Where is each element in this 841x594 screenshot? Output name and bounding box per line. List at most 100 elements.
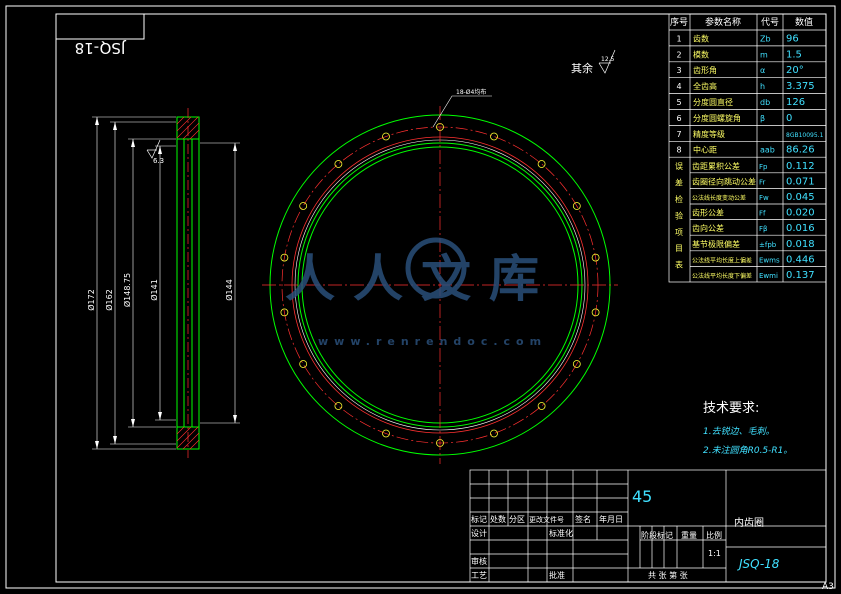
param-row-sym: α [760, 66, 765, 75]
tech-req-title: 技术要求: [703, 401, 759, 416]
sheet-size: A3 [822, 582, 834, 592]
param-row-name: 齿形角 [693, 65, 717, 75]
param-group-name: 齿向公差 [692, 223, 724, 233]
bolt-hole [591, 253, 600, 262]
tb-date: 年月日 [599, 514, 623, 524]
bolt-hole [280, 308, 289, 317]
param-group-name: 公法线平均长度上偏差 [692, 256, 752, 264]
param-group-sym: Ff [759, 210, 766, 218]
param-group-sym: Fβ [759, 225, 768, 233]
bolt-hole [490, 132, 498, 141]
tb-zone: 分区 [509, 515, 525, 524]
param-row-no: 2 [676, 50, 681, 59]
tb-ratio: 比例 [706, 530, 722, 540]
param-row-val: 96 [786, 33, 799, 44]
dim-d148: Ø148.75 [122, 273, 132, 307]
tb-sign: 签名 [575, 514, 591, 524]
tb-process: 工艺 [471, 571, 487, 580]
param-row-sym: β [760, 114, 765, 123]
param-group-sym: ±fpb [759, 241, 777, 249]
inner-frame [55, 13, 827, 583]
bolt-hole [591, 308, 600, 317]
param-row-no: 4 [676, 82, 681, 91]
param-row-no: 8 [676, 146, 681, 155]
dim-d144: Ø144 [224, 279, 234, 301]
tech-req-item-2: 2.未注圆角R0.5-R1。 [703, 445, 792, 456]
watermark-text: 人人文库 [285, 250, 557, 308]
param-group-name: 基节极限偏差 [692, 239, 740, 249]
tb-approve: 批准 [549, 570, 565, 580]
param-group-name: 齿圈径向跳动公差 [692, 176, 756, 186]
roughness-symbol [598, 49, 616, 74]
bolt-hole [299, 202, 308, 210]
param-group-name: 齿形公差 [692, 208, 724, 218]
watermark: 人人文库 www.renrendoc.com [285, 237, 557, 348]
bolt-hole [334, 402, 343, 410]
param-row-name: 分度圆直径 [693, 97, 733, 107]
param-header-no: 序号 [670, 16, 688, 28]
dim-d162: Ø162 [104, 289, 114, 311]
param-group-val: 0.045 [786, 192, 815, 203]
param-group-name: 公法线长度变动公差 [692, 194, 746, 202]
param-row-val: 0 [786, 113, 792, 124]
param-group-sym: Fp [759, 163, 768, 171]
mirrored-code-box: JSQ-18 [55, 13, 145, 57]
surface-finish-mark [146, 139, 161, 159]
param-group-val: 0.446 [786, 254, 815, 265]
param-row-no: 1 [676, 34, 681, 43]
param-row-name: 模数 [693, 49, 709, 59]
bolt-holes [280, 123, 600, 447]
param-group-sym: Ewmi [759, 272, 778, 280]
tb-sheets: 共 张 第 张 [648, 570, 688, 580]
param-group-name: 公法线平均长度下偏差 [692, 272, 752, 280]
param-group-name: 齿距累积公差 [692, 161, 740, 171]
dim-d141: Ø141 [149, 279, 159, 301]
param-group-sym: Fr [759, 178, 766, 186]
param-row-sym: aab [760, 146, 775, 155]
param-row-name: 精度等级 [693, 129, 725, 139]
bolt-hole [382, 429, 390, 438]
bolt-hole [490, 429, 498, 438]
surface-finish-value: 6.3 [153, 157, 164, 165]
tb-audit: 审核 [471, 556, 487, 566]
param-group-val: 0.112 [786, 161, 815, 172]
param-group-val: 0.071 [786, 176, 815, 187]
tb-design: 设计 [471, 528, 487, 538]
bolt-hole [572, 202, 581, 210]
tb-drawing-no: JSQ-18 [737, 557, 780, 571]
param-row-no: 7 [676, 130, 681, 139]
param-group-sym: Fw [759, 194, 769, 202]
param-row-name: 全齿高 [693, 81, 717, 91]
title-block [469, 469, 827, 583]
param-row-name: 中心距 [693, 145, 717, 155]
params-table [668, 13, 827, 283]
param-row-sym: h [760, 82, 765, 91]
tb-weight: 重量 [681, 530, 697, 540]
tb-part-name: 内齿圈 [734, 516, 764, 529]
param-group-val: 0.020 [786, 208, 815, 219]
bolt-hole [572, 360, 581, 368]
param-row-val: 20° [786, 65, 804, 76]
hole-note: 18-Ø4均布 [456, 88, 486, 96]
param-header-val: 数值 [795, 16, 813, 28]
param-row-val: 86.26 [786, 145, 815, 156]
param-header-sym: 代号 [761, 17, 779, 28]
dim-d172: Ø172 [86, 289, 96, 311]
roughness-label: 其余 [571, 61, 593, 75]
param-row-no: 5 [676, 98, 681, 107]
param-group-sym: Ewms [759, 256, 780, 264]
tb-material: 45 [632, 487, 652, 506]
tb-count: 处数 [490, 514, 506, 524]
param-header-name: 参数名称 [705, 16, 741, 28]
tech-req-item-1: 1.去锐边、毛刺。 [703, 426, 775, 437]
param-row-val: 1.5 [786, 49, 802, 60]
outer-border [5, 5, 836, 589]
bolt-hole [334, 160, 343, 168]
tb-stage-mark: 阶段标记 [641, 530, 673, 540]
param-row-no: 3 [676, 66, 681, 75]
param-row-val: 8GB10095.1 [786, 132, 824, 139]
face-view: 18-Ø4均布 [262, 88, 618, 464]
param-row-no: 6 [676, 114, 681, 123]
param-row-sym: db [760, 98, 770, 107]
